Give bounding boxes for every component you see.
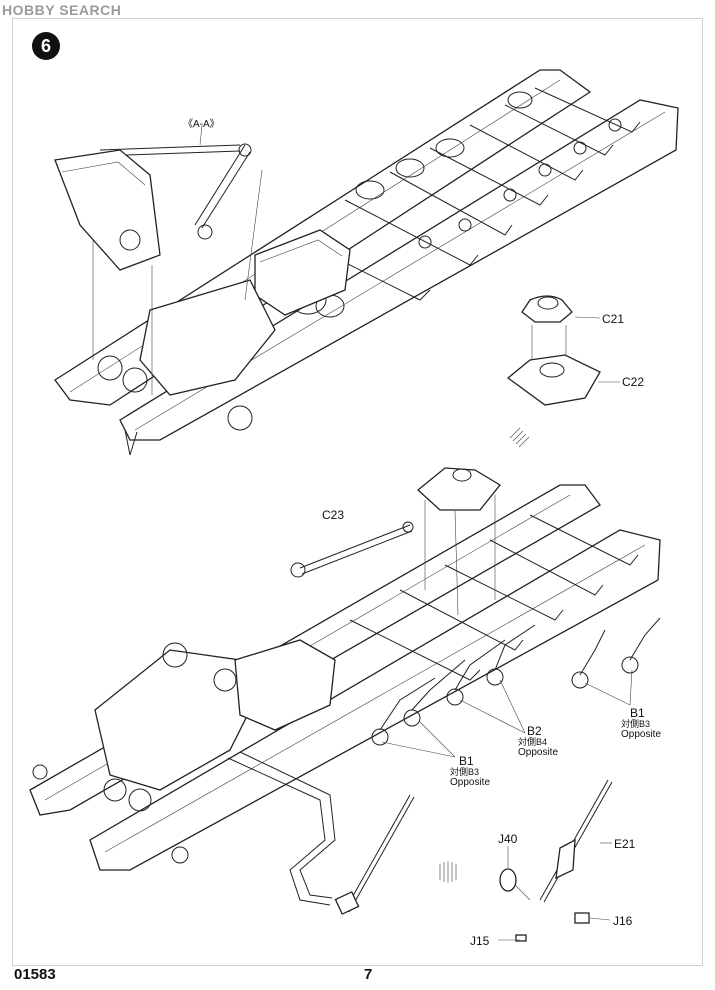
c21-c22-parts bbox=[506, 295, 620, 448]
part-label-j16: J16 bbox=[613, 914, 633, 928]
part-label-b1-left: B1 bbox=[459, 754, 474, 768]
section-aa-label: 《A-A》 bbox=[183, 119, 220, 130]
part-label-b2-opposite: Opposite bbox=[518, 747, 559, 758]
page-frame bbox=[12, 18, 703, 966]
page-number: 7 bbox=[364, 966, 373, 983]
part-label-b1-right-opposite: Opposite bbox=[621, 729, 662, 740]
part-label-b1-left-opposite: Opposite bbox=[450, 777, 491, 788]
steering-parts bbox=[334, 779, 613, 942]
part-label-b1-left-jp: 対側B3 bbox=[450, 767, 480, 777]
kit-number: 01583 bbox=[14, 966, 56, 983]
part-label-c22: C22 bbox=[622, 375, 645, 389]
part-label-c23: C23 bbox=[322, 508, 345, 522]
part-label-e21: E21 bbox=[614, 837, 636, 851]
part-label-b2-jp: 対側B4 bbox=[518, 737, 548, 747]
part-label-c21: C21 bbox=[602, 312, 625, 326]
part-label-b1-right-jp: 対側B3 bbox=[621, 719, 651, 729]
part-label-j15: J15 bbox=[470, 934, 490, 948]
step-number-badge: 6 bbox=[32, 32, 60, 60]
lower-chassis-frame bbox=[29, 467, 661, 906]
part-label-b2: B2 bbox=[527, 724, 542, 738]
hobby-search-watermark: HOBBY SEARCH bbox=[2, 2, 122, 18]
part-label-b1-right: B1 bbox=[630, 706, 645, 720]
upper-chassis-frame bbox=[54, 69, 679, 456]
section-aa-detail bbox=[54, 124, 263, 395]
part-label-j40: J40 bbox=[498, 832, 518, 846]
